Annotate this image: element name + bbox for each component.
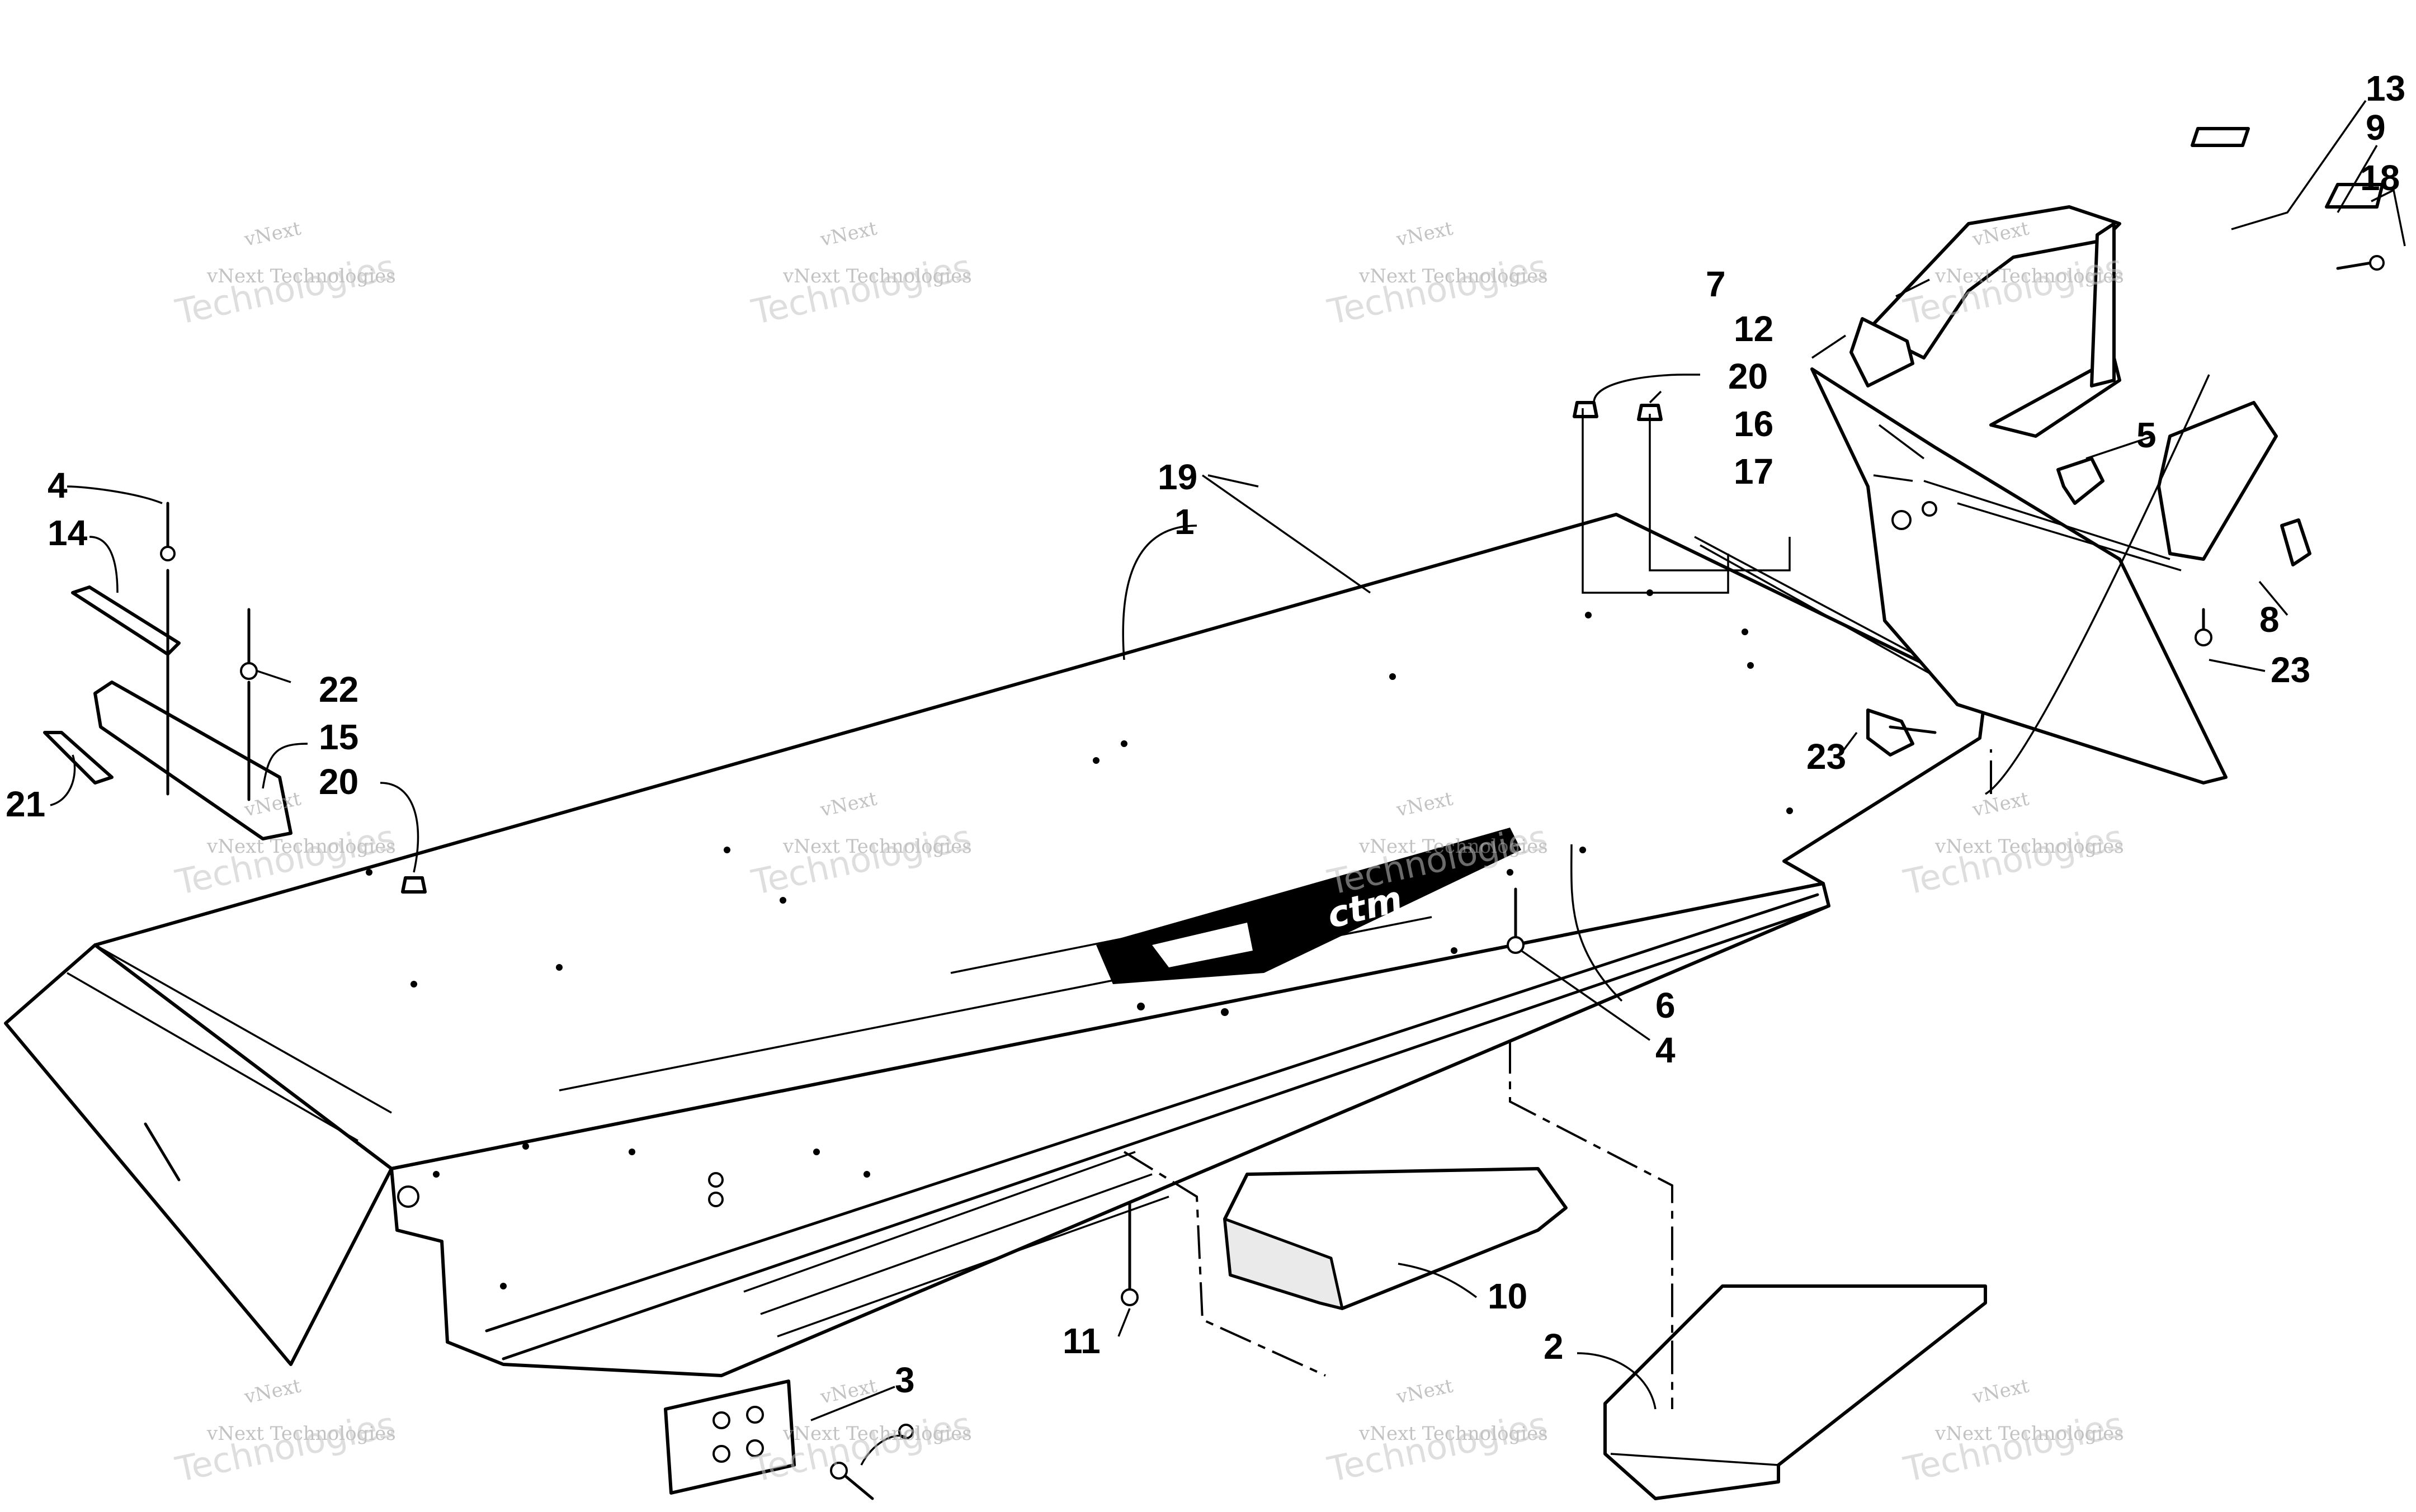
svg-text:vNext: vNext — [1970, 787, 2031, 821]
svg-text:vNext Technologies: vNext Technologies — [206, 265, 396, 287]
svg-text:vNext Technologies: vNext Technologies — [782, 1423, 972, 1445]
callout-9: 9 — [2366, 107, 2386, 148]
callout-7: 7 — [1706, 264, 1726, 304]
callout-18: 18 — [2360, 158, 2400, 198]
svg-text:vNext: vNext — [242, 1374, 303, 1409]
svg-text:vNext Technologies: vNext Technologies — [1934, 265, 2124, 287]
svg-text:Technologies: Technologies — [172, 246, 399, 332]
callout-23-left: 23 — [1806, 736, 1846, 777]
svg-text:vNext Technologies: vNext Technologies — [782, 265, 972, 287]
callout-4-left: 4 — [48, 465, 68, 505]
svg-text:vNext Technologies: vNext Technologies — [206, 1423, 396, 1445]
callout-1: 1 — [1174, 502, 1195, 542]
callout-13: 13 — [2366, 68, 2405, 108]
running-board-perforations — [743, 1151, 1169, 1338]
small-parts-right — [1866, 127, 2385, 757]
callout-8: 8 — [2259, 599, 2280, 640]
deck-holes — [366, 589, 1793, 1289]
callout-3: 3 — [895, 1360, 915, 1400]
svg-text:vNext Technologies: vNext Technologies — [1934, 1423, 2124, 1445]
callout-16: 16 — [1734, 404, 1773, 444]
phantom-lines — [1123, 749, 1992, 1409]
callout-23-right: 23 — [2271, 650, 2310, 690]
svg-text:vNext Technologies: vNext Technologies — [1934, 835, 2124, 858]
callout-11: 11 — [1063, 1321, 1101, 1361]
callout-15: 15 — [319, 717, 358, 757]
plug-parts — [401, 401, 1663, 894]
svg-text:vNext Technologies: vNext Technologies — [782, 835, 972, 858]
callout-17: 17 — [1734, 451, 1773, 492]
callout-2: 2 — [1544, 1326, 1564, 1367]
mounting-plate-part — [1603, 1284, 1987, 1500]
svg-text:vNext Technologies: vNext Technologies — [1358, 265, 1548, 287]
svg-text:vNext: vNext — [1970, 1374, 2031, 1409]
callout-5: 5 — [2136, 415, 2157, 455]
callout-14: 14 — [48, 513, 88, 553]
callout-19: 19 — [1158, 457, 1197, 497]
rear-grab-bar — [1849, 205, 2278, 561]
svg-text:vNext: vNext — [1394, 1374, 1455, 1409]
callout-10: 10 — [1488, 1276, 1527, 1316]
svg-text:Technologies: Technologies — [748, 246, 975, 332]
svg-text:vNext Technologies: vNext Technologies — [206, 835, 396, 858]
callout-21: 21 — [6, 784, 45, 824]
callout-4-right: 4 — [1655, 1030, 1676, 1070]
svg-text:vNext: vNext — [818, 217, 879, 251]
watermark-9: vNext vNext Technologies Technologies — [172, 1374, 399, 1490]
callout-20-left: 20 — [319, 762, 358, 802]
fasteners — [1121, 725, 1937, 1306]
rear-flap-part — [1810, 367, 2228, 785]
license-plate-part — [664, 1379, 914, 1500]
svg-text:Technologies: Technologies — [172, 1404, 399, 1490]
watermark-8: vNext vNext Technologies Technologies — [1900, 787, 2127, 903]
svg-text:vNext Technologies: vNext Technologies — [1358, 1423, 1548, 1445]
callout-22: 22 — [319, 669, 358, 710]
svg-text:Technologies: Technologies — [1900, 1404, 2127, 1490]
svg-text:Technologies: Technologies — [1324, 1404, 1551, 1490]
tunnel-part — [4, 513, 1987, 1377]
watermark-11: vNext vNext Technologies Technologies — [1324, 1374, 1551, 1490]
watermark-3: vNext vNext Technologies Technologies — [1324, 217, 1551, 332]
callout-20-right: 20 — [1728, 356, 1768, 396]
watermark-2: vNext vNext Technologies Technologies — [748, 217, 975, 332]
svg-text:vNext Technologies: vNext Technologies — [1358, 835, 1548, 858]
svg-text:vNext: vNext — [818, 1374, 879, 1409]
svg-text:Technologies: Technologies — [1324, 246, 1551, 332]
callout-6: 6 — [1655, 985, 1676, 1026]
callout-12: 12 — [1734, 309, 1773, 349]
watermark-12: vNext vNext Technologies Technologies — [1900, 1374, 2127, 1490]
callout-labels: 1 2 3 4 4 5 6 7 8 9 10 11 12 13 14 15 16… — [6, 68, 2405, 1400]
footrest-part — [1223, 1167, 1568, 1310]
svg-text:vNext: vNext — [242, 217, 303, 251]
watermark-1: vNext vNext Technologies Technologies — [172, 217, 399, 332]
left-bracket-parts — [43, 502, 292, 840]
svg-text:Technologies: Technologies — [1900, 816, 2127, 903]
leader-lines — [50, 100, 2406, 1466]
svg-text:vNext: vNext — [1394, 217, 1455, 251]
